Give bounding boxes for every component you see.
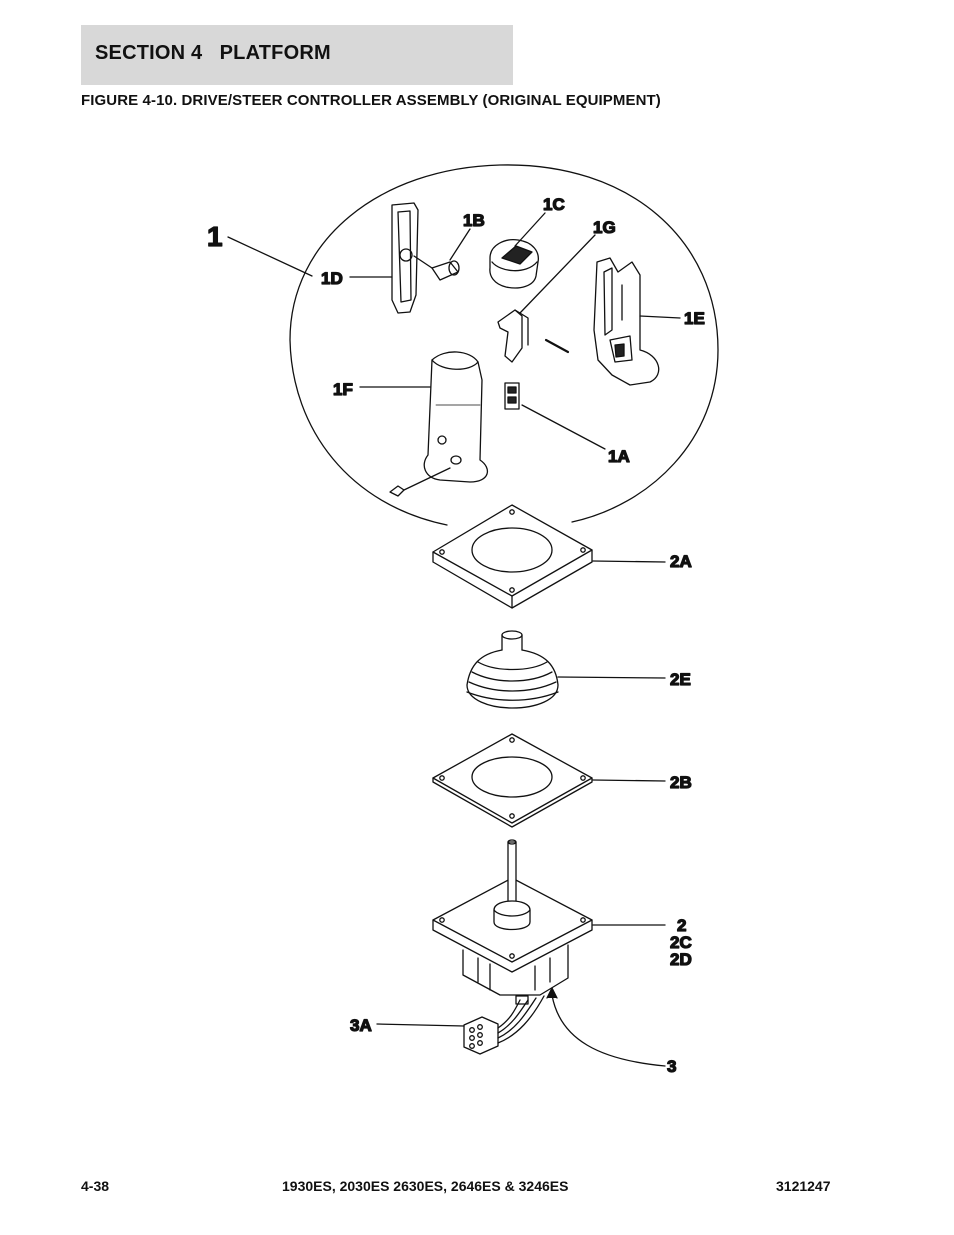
part-1e-handle-body bbox=[593, 257, 660, 386]
part-2-joystick-controller bbox=[432, 839, 593, 996]
part-1b-pin bbox=[413, 255, 460, 281]
callout-1a: 1A bbox=[608, 447, 630, 466]
part-3a-connector bbox=[463, 995, 545, 1055]
callout-1e: 1E bbox=[684, 309, 705, 328]
callout-1f: 1F bbox=[333, 380, 353, 399]
part-1c-knob bbox=[489, 239, 539, 289]
callout-1b: 1B bbox=[463, 211, 485, 230]
callout-1: 1 bbox=[207, 221, 223, 252]
callout-3: 3 bbox=[667, 1057, 676, 1076]
figure-title: FIGURE 4-10. DRIVE/STEER CONTROLLER ASSE… bbox=[81, 92, 661, 109]
part-1a-switch bbox=[504, 382, 520, 410]
footer-models: 1930ES, 2030ES 2630ES, 2646ES & 3246ES bbox=[282, 1178, 569, 1194]
callout-1g: 1G bbox=[593, 218, 616, 237]
callout-3a: 3A bbox=[350, 1016, 372, 1035]
callout-2d: 2D bbox=[670, 950, 692, 969]
part-2a-plate bbox=[432, 504, 593, 609]
part-1d-handle-half bbox=[391, 202, 419, 314]
part-1f-handle-body bbox=[389, 351, 489, 497]
leader-lines bbox=[227, 212, 681, 1067]
part-1g-bracket bbox=[497, 309, 570, 363]
callout-2a: 2A bbox=[670, 552, 692, 571]
callout-2: 2 bbox=[677, 916, 686, 935]
part-2b-gasket bbox=[432, 733, 593, 828]
part-2e-boot bbox=[466, 630, 559, 709]
callout-1c: 1C bbox=[543, 195, 565, 214]
section-title: SECTION 4 PLATFORM bbox=[95, 42, 331, 64]
callout-1d: 1D bbox=[321, 269, 343, 288]
callout-2c: 2C bbox=[670, 933, 692, 952]
section-header-bar: SECTION 4 PLATFORM bbox=[81, 25, 513, 85]
footer-doc-number: 3121247 bbox=[776, 1178, 831, 1194]
callout-2b: 2B bbox=[670, 773, 692, 792]
callout-2e: 2E bbox=[670, 670, 691, 689]
detail-circle bbox=[289, 164, 719, 526]
footer-page-number: 4-38 bbox=[81, 1178, 110, 1194]
